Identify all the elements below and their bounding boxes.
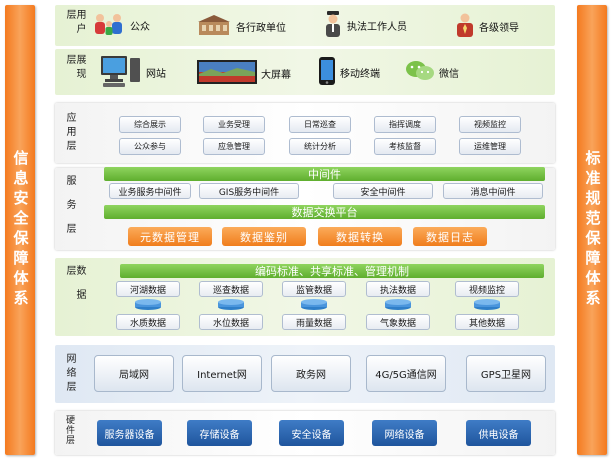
display-wechat-label: 微信 bbox=[439, 69, 459, 80]
hardware-network-equipment[interactable]: 网络设备 bbox=[372, 420, 437, 446]
display-wechat: 微信 bbox=[405, 60, 459, 85]
family-icon bbox=[92, 12, 126, 39]
user-enforcement-staff: 执法工作人员 bbox=[323, 10, 407, 41]
data-weather[interactable]: 气象数据 bbox=[366, 314, 430, 330]
service-layer-label: 服务层 bbox=[64, 175, 75, 247]
app-business-acceptance[interactable]: 业务受理 bbox=[203, 116, 265, 133]
user-admin-units-label: 各行政单位 bbox=[236, 23, 286, 34]
app-statistical-analysis[interactable]: 统计分析 bbox=[289, 138, 351, 155]
user-leaders: 各级领导 bbox=[455, 12, 519, 41]
database-icon-3 bbox=[301, 299, 327, 310]
data-other[interactable]: 其他数据 bbox=[455, 314, 519, 330]
data-supervision[interactable]: 监管数据 bbox=[282, 281, 346, 297]
data-enforcement[interactable]: 执法数据 bbox=[366, 281, 430, 297]
app-operations-management[interactable]: 运维管理 bbox=[459, 138, 521, 155]
user-enforcement-staff-label: 执法工作人员 bbox=[347, 22, 407, 33]
display-mobile-label: 移动终端 bbox=[340, 69, 380, 80]
app-comprehensive-display[interactable]: 综合展示 bbox=[119, 116, 181, 133]
hardware-security-equipment[interactable]: 安全设备 bbox=[279, 420, 344, 446]
hardware-storage-equipment[interactable]: 存储设备 bbox=[187, 420, 252, 446]
standard-spec-label: 标准规范保障体系 bbox=[583, 150, 602, 310]
data-layer-label: 数据层 bbox=[64, 265, 85, 313]
database-icon-5 bbox=[474, 299, 500, 310]
data-log-button[interactable]: 数据日志 bbox=[413, 227, 487, 246]
user-public-label: 公众 bbox=[130, 22, 150, 33]
data-conversion-button[interactable]: 数据转换 bbox=[318, 227, 402, 246]
network-layer-label: 网络层 bbox=[64, 353, 75, 395]
computer-icon bbox=[100, 54, 142, 91]
info-security-label: 信息安全保障体系 bbox=[11, 150, 30, 310]
network-4g5g[interactable]: 4G/5G通信网 bbox=[366, 355, 446, 392]
data-inspection[interactable]: 巡查数据 bbox=[199, 281, 263, 297]
app-public-participation[interactable]: 公众参与 bbox=[119, 138, 181, 155]
app-daily-inspection[interactable]: 日常巡查 bbox=[289, 116, 351, 133]
display-mobile: 移动终端 bbox=[318, 56, 380, 89]
database-icon-1 bbox=[135, 299, 161, 310]
network-government[interactable]: 政务网 bbox=[271, 355, 351, 392]
network-gps-satellite[interactable]: GPS卫星网 bbox=[466, 355, 546, 392]
message-middleware[interactable]: 消息中间件 bbox=[443, 183, 543, 199]
leader-icon bbox=[455, 12, 475, 41]
data-water-quality[interactable]: 水质数据 bbox=[116, 314, 180, 330]
hardware-server-equipment[interactable]: 服务器设备 bbox=[97, 420, 162, 446]
government-building-icon bbox=[196, 14, 232, 39]
info-security-bar: 信息安全保障体系 bbox=[5, 5, 35, 455]
officer-icon bbox=[323, 10, 343, 41]
big-screen-icon bbox=[197, 60, 257, 87]
display-big-screen-label: 大屏幕 bbox=[261, 70, 291, 81]
user-admin-units: 各行政单位 bbox=[196, 14, 286, 39]
data-exchange-platform-bar: 数据交换平台 bbox=[104, 205, 545, 219]
display-website-label: 网站 bbox=[146, 69, 166, 80]
data-rivers-lakes[interactable]: 河湖数据 bbox=[116, 281, 180, 297]
user-public: 公众 bbox=[92, 12, 150, 39]
gis-service-middleware[interactable]: GIS服务中间件 bbox=[199, 183, 299, 199]
business-service-middleware[interactable]: 业务服务中间件 bbox=[109, 183, 191, 199]
app-command-dispatch[interactable]: 指挥调度 bbox=[374, 116, 436, 133]
security-middleware[interactable]: 安全中间件 bbox=[333, 183, 433, 199]
network-internet[interactable]: Internet网 bbox=[182, 355, 262, 392]
wechat-icon bbox=[405, 60, 435, 85]
metadata-management-button[interactable]: 元数据管理 bbox=[128, 227, 212, 246]
display-big-screen: 大屏幕 bbox=[197, 60, 291, 87]
application-layer-label: 应用层 bbox=[64, 112, 75, 154]
data-identification-button[interactable]: 数据鉴别 bbox=[222, 227, 306, 246]
user-leaders-label: 各级领导 bbox=[479, 23, 519, 34]
database-icon-4 bbox=[385, 299, 411, 310]
standard-spec-bar: 标准规范保障体系 bbox=[577, 5, 607, 455]
network-lan[interactable]: 局域网 bbox=[94, 355, 174, 392]
data-water-level[interactable]: 水位数据 bbox=[199, 314, 263, 330]
middleware-bar: 中间件 bbox=[104, 167, 545, 181]
hardware-layer-label: 硬件层 bbox=[64, 415, 74, 445]
smartphone-icon bbox=[318, 56, 336, 89]
data-standards-bar: 编码标准、共享标准、管理机制 bbox=[120, 264, 544, 278]
data-rainfall[interactable]: 雨量数据 bbox=[282, 314, 346, 330]
app-video-monitoring[interactable]: 视频监控 bbox=[459, 116, 521, 133]
app-assessment-supervision[interactable]: 考核监督 bbox=[374, 138, 436, 155]
display-website: 网站 bbox=[100, 54, 166, 91]
hardware-power-equipment[interactable]: 供电设备 bbox=[466, 420, 531, 446]
app-emergency-management[interactable]: 应急管理 bbox=[203, 138, 265, 155]
database-icon-2 bbox=[218, 299, 244, 310]
display-layer-label: 展现层 bbox=[64, 54, 85, 82]
user-layer-label: 用户层 bbox=[64, 9, 85, 37]
data-video-monitoring[interactable]: 视频监控 bbox=[455, 281, 519, 297]
